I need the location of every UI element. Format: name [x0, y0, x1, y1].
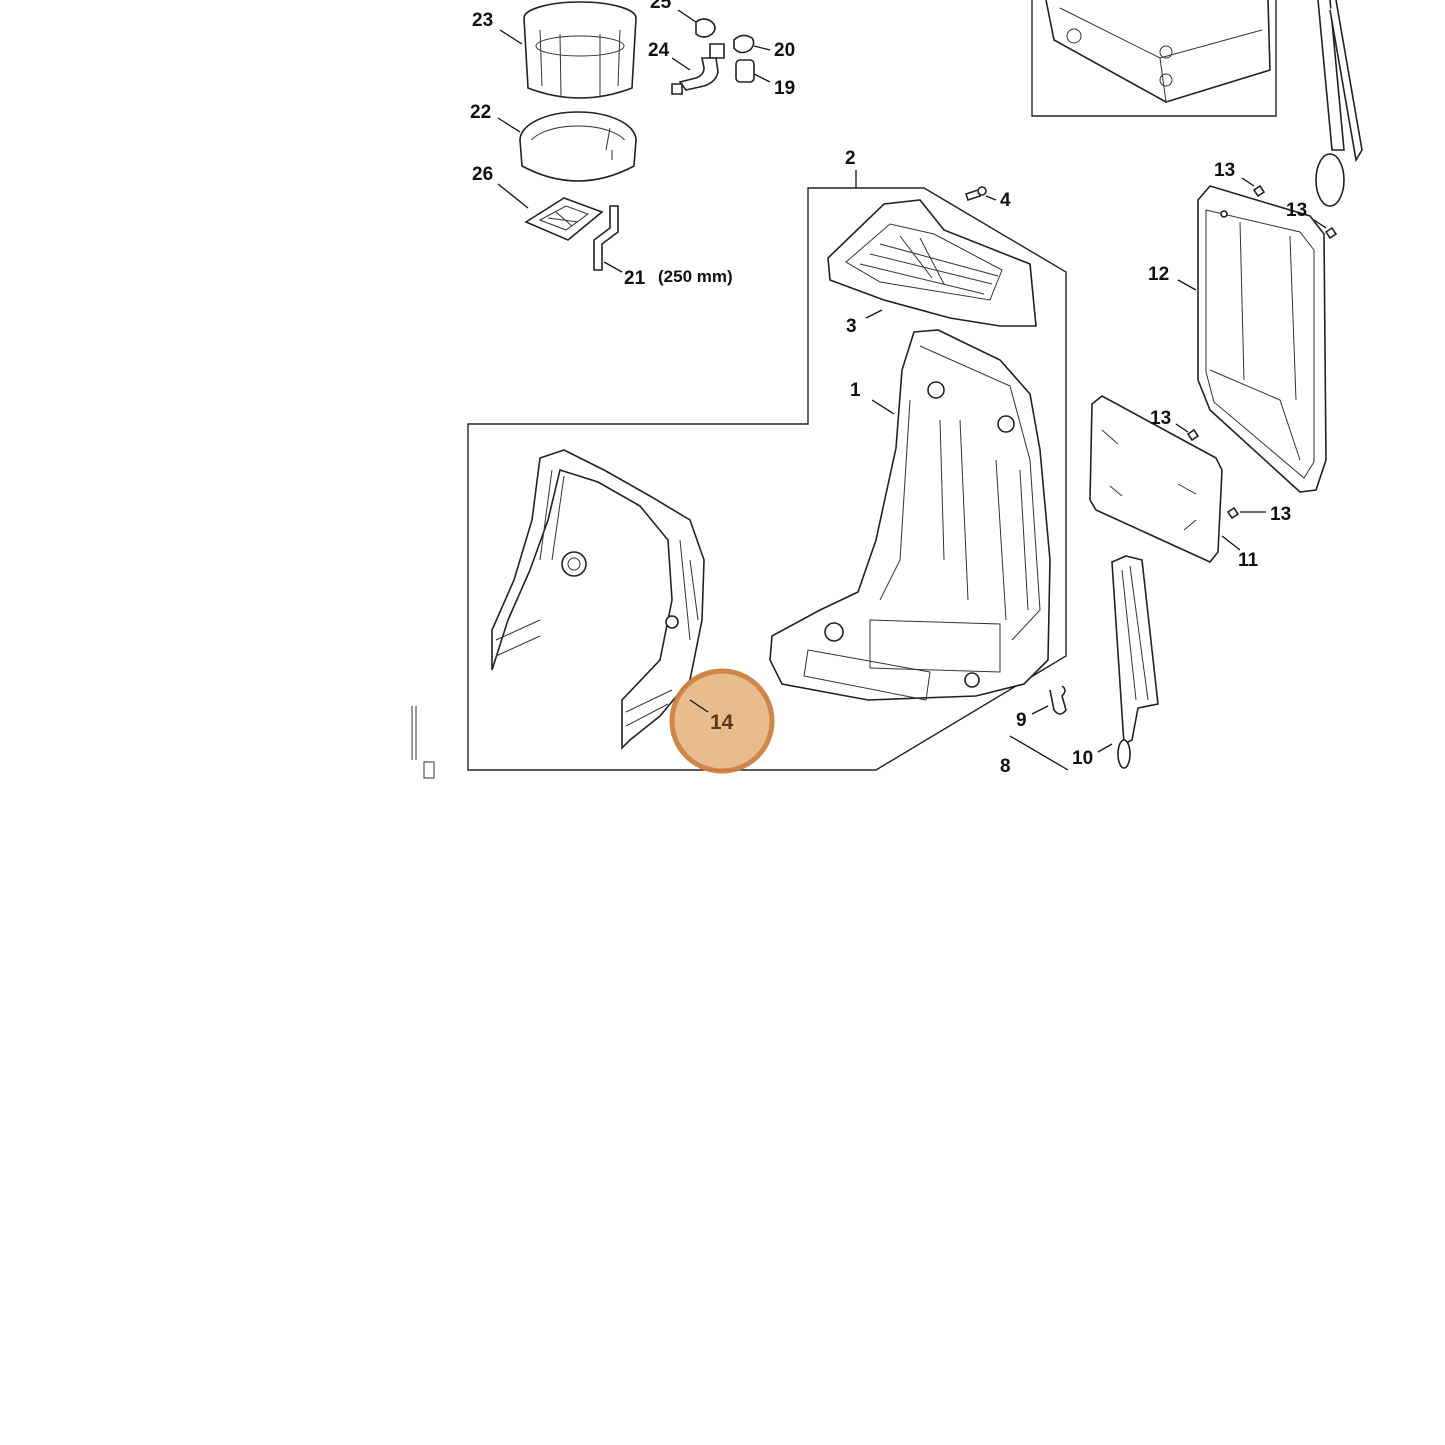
part-26-plate: [524, 197, 604, 241]
part-1-frame: [769, 329, 1051, 701]
label-9: 9: [1016, 710, 1027, 731]
part-12-pad: [1197, 185, 1327, 493]
label-13-c: 13: [1150, 408, 1171, 429]
drawing-code: [411, 706, 435, 779]
label-25: 25: [650, 0, 672, 13]
label-12: 12: [1148, 264, 1169, 285]
label-11: 11: [1238, 550, 1259, 571]
label-13-a: 13: [1214, 160, 1235, 181]
label-1: 1: [850, 380, 861, 401]
part-strap-top: [1315, 0, 1363, 207]
label-20: 20: [774, 40, 795, 61]
label-24: 24: [648, 40, 670, 61]
label-2: 2: [845, 148, 856, 169]
assembly-frame: [467, 187, 1067, 771]
part-22-ring: [519, 111, 637, 182]
part-9-hook: [1049, 685, 1067, 715]
label-10: 10: [1072, 748, 1093, 769]
label-3: 3: [846, 316, 857, 337]
part-11-pad: [1089, 395, 1223, 563]
label-14: 14: [710, 711, 734, 734]
label-8: 8: [1000, 756, 1011, 777]
label-23: 23: [472, 10, 493, 31]
part-10-strap: [1111, 555, 1159, 769]
label-13-b: 13: [1286, 200, 1307, 221]
label-19: 19: [774, 78, 795, 99]
part-23-container: [523, 1, 637, 99]
label-22: 22: [470, 102, 491, 123]
part-4-screw: [964, 186, 987, 202]
label-4: 4: [1000, 190, 1011, 211]
part-14-shroud: [491, 449, 705, 750]
part-fittings: [671, 18, 755, 95]
label-21: 21: [624, 268, 646, 289]
label-26: 26: [472, 164, 493, 185]
part-21-hose: [593, 205, 619, 271]
part-3-cover: [827, 199, 1037, 327]
label-13-d: 13: [1270, 504, 1291, 525]
label-21-note: (250 mm): [658, 267, 733, 286]
part-13-screws: [1186, 184, 1338, 520]
inset-box: [1031, 0, 1277, 117]
highlight-marker-14[interactable]: 14: [669, 668, 775, 774]
